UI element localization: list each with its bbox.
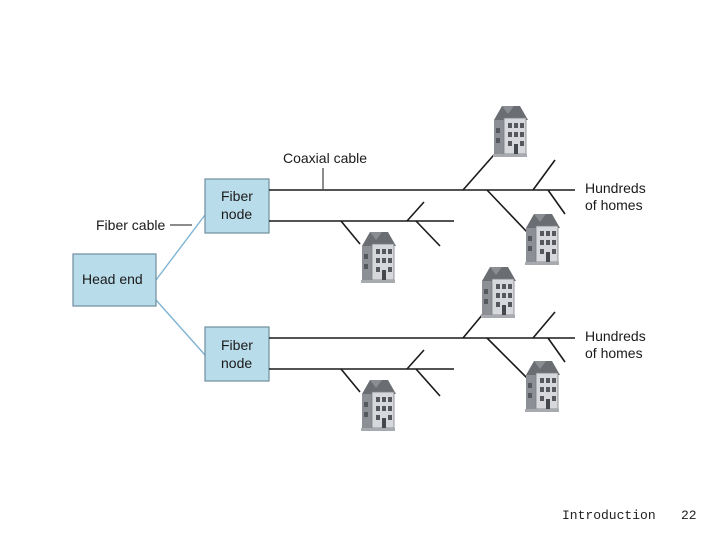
- drop-bottom-2: [532, 311, 556, 339]
- footer-section-title: Introduction: [562, 508, 656, 523]
- head-end-label: Head end: [82, 271, 143, 287]
- coaxial-cable-label: Coaxial cable: [283, 150, 367, 166]
- fiber-node-bottom-line1: Fiber: [221, 337, 253, 353]
- house-icon: [360, 231, 397, 284]
- fiber-link-bottom: [155, 299, 206, 356]
- fiber-node-bottom-line2: node: [221, 355, 252, 371]
- fiber-node-top-line1: Fiber: [221, 188, 253, 204]
- house-icon: [524, 213, 561, 266]
- head-end-box: [72, 253, 157, 307]
- drop-top-7: [415, 220, 441, 247]
- drop-bottom-3: [486, 337, 528, 379]
- drop-bottom-7: [415, 368, 441, 397]
- fiber-link-top: [155, 214, 206, 281]
- hundreds-top-line2: of homes: [585, 197, 643, 213]
- hundreds-bottom-line1: Hundreds: [585, 328, 646, 344]
- page-number: 22: [681, 508, 697, 523]
- fiber-node-top-box: [204, 178, 270, 234]
- drop-bottom-4: [547, 337, 566, 363]
- drop-top-4: [547, 189, 566, 215]
- drop-top-6: [406, 201, 425, 222]
- house-icon: [524, 360, 561, 413]
- drop-bottom-5: [340, 368, 361, 393]
- house-icon: [492, 105, 529, 158]
- drop-bottom-6: [406, 349, 425, 370]
- drop-top-5: [340, 220, 361, 245]
- house-icon: [360, 379, 397, 432]
- drop-top-2: [532, 159, 556, 191]
- drop-top-3: [486, 189, 528, 233]
- fiber-node-bottom-box: [204, 326, 270, 382]
- fiber-cable-label: Fiber cable: [96, 217, 165, 233]
- fiber-node-top-line2: node: [221, 206, 252, 222]
- hundreds-top-line1: Hundreds: [585, 180, 646, 196]
- house-icon: [480, 266, 517, 319]
- hundreds-bottom-line2: of homes: [585, 345, 643, 361]
